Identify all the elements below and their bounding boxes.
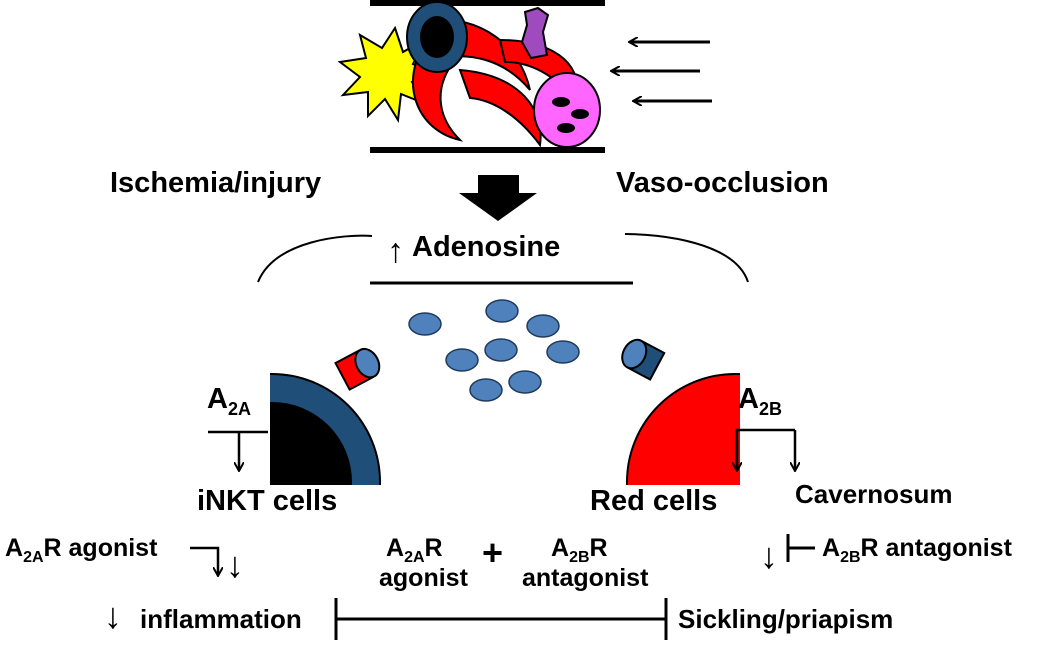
- pink-cell-granule-2: [571, 109, 589, 119]
- ischemia-injury-label: Ischemia/injury: [110, 167, 321, 199]
- inkt-cell-nucleus: [270, 402, 352, 485]
- a2ar-agonist-left-label: A2AR agonist: [5, 534, 158, 566]
- adenosine-molecule: [526, 314, 560, 338]
- down-arrow-left: ↓: [226, 544, 244, 585]
- adenosine-molecules: [408, 299, 580, 402]
- leukocyte-nucleus: [420, 16, 454, 58]
- pink-cell-granule-3: [557, 123, 575, 133]
- inkt-cell-illustration: [270, 347, 381, 485]
- combo-a2ar-label: A2AR: [386, 534, 443, 566]
- a2a-bent-arrow: [208, 430, 268, 470]
- adenosine-label: Adenosine: [412, 231, 560, 263]
- sickling-priapism-label: Sickling/priapism: [678, 604, 893, 634]
- down-arrow-inflammation: ↓: [104, 595, 122, 636]
- antagonist-inhibition-bar: [786, 534, 815, 562]
- vaso-occlusion-label: Vaso-occlusion: [616, 167, 829, 199]
- agonist-bent-arrow: [190, 546, 218, 575]
- vessel-occlusion-illustration: [337, 0, 712, 153]
- adenosine-molecule: [485, 299, 519, 323]
- combo-a2br-label: A2BR: [551, 534, 608, 566]
- adenosine-molecule: [546, 340, 580, 364]
- cavernosum-label: Cavernosum: [795, 479, 953, 509]
- red-cell-illustration: [621, 338, 740, 485]
- red-cells-label: Red cells: [590, 485, 717, 517]
- a2b-fork-bar: [735, 428, 795, 468]
- a2b-label: A2B: [738, 383, 782, 419]
- big-down-arrow-icon: [459, 175, 537, 221]
- bracket-left-curve: [257, 234, 373, 283]
- inkt-cells-label: iNKT cells: [197, 485, 337, 517]
- a2br-antagonist-right-label: A2BR antagonist: [822, 534, 1013, 566]
- inflammation-label: inflammation: [140, 604, 302, 634]
- adenosine-molecule: [484, 338, 518, 362]
- adenosine-molecule: [469, 378, 503, 402]
- adenosine-molecule: [508, 370, 542, 394]
- combo-antagonist-label: antagonist: [522, 564, 649, 592]
- pink-cell-granule-1: [552, 97, 570, 107]
- combo-inhibition-line: [334, 598, 668, 640]
- a2b-receptor-icon: [621, 338, 666, 381]
- adenosine-molecule: [408, 312, 442, 336]
- adenosine-up-arrow: ↑: [387, 232, 404, 270]
- pink-cell: [533, 72, 601, 148]
- adenosine-molecule: [445, 348, 479, 372]
- red-cell-body: [626, 373, 740, 485]
- combo-plus-sign: +: [482, 532, 503, 573]
- sickle-cell-3: [458, 68, 542, 148]
- down-arrow-right: ↓: [760, 535, 778, 576]
- a2a-receptor-icon: [334, 347, 381, 391]
- platelet-shape: [520, 6, 550, 60]
- a2a-label: A2A: [207, 383, 251, 419]
- bracket-right-curve: [624, 233, 749, 283]
- combo-agonist-label: agonist: [379, 564, 469, 592]
